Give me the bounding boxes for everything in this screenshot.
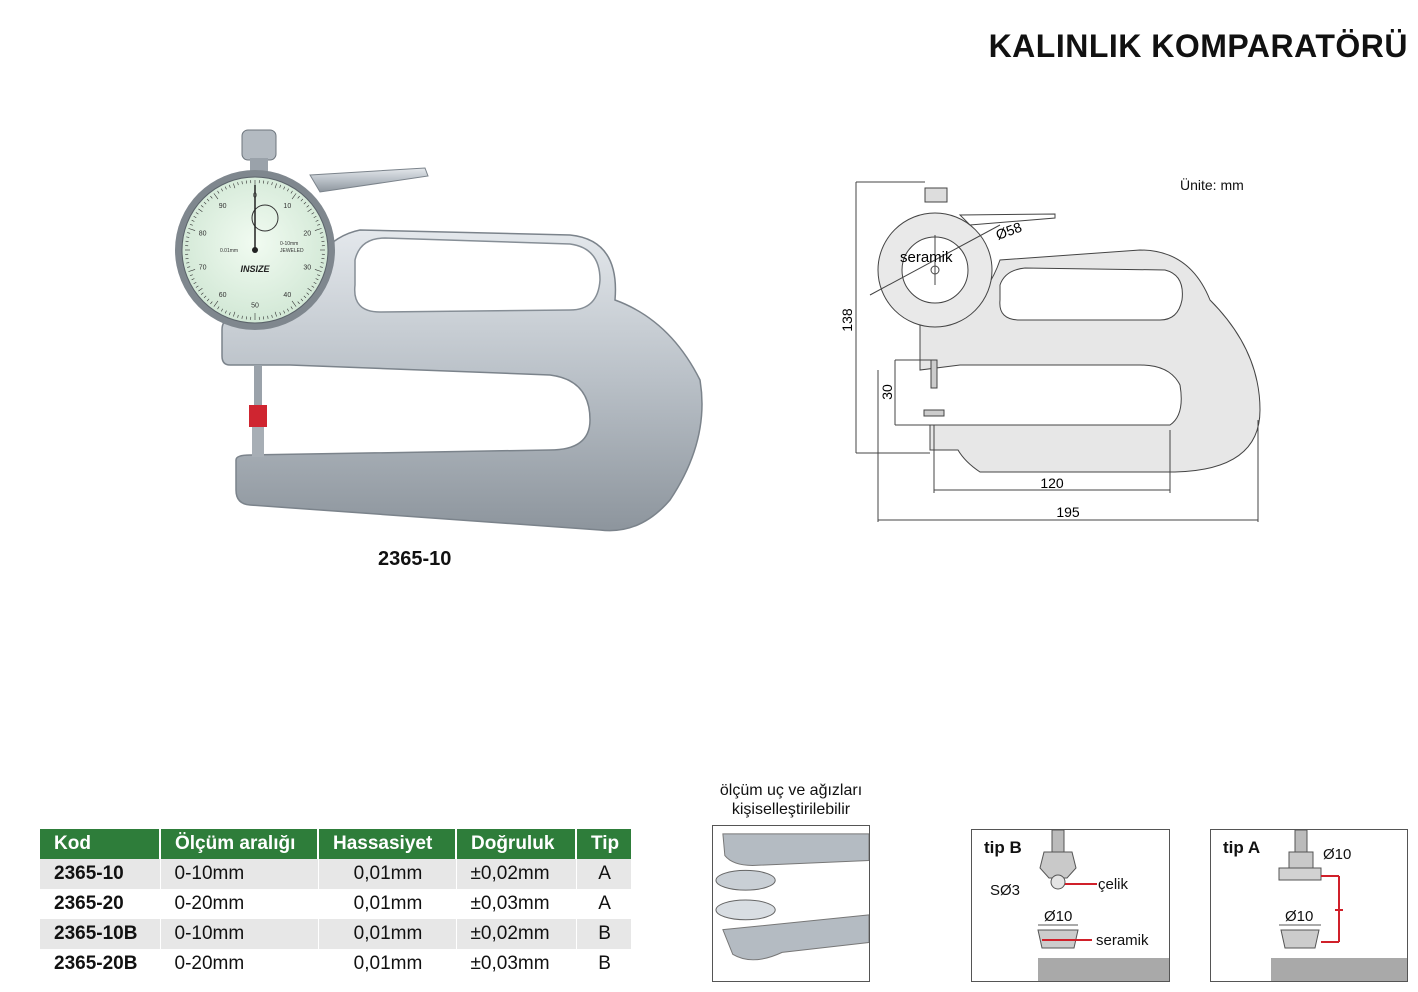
cell-accuracy: ±0,02mm bbox=[456, 919, 577, 949]
product-photo: 0102030405060708090 INSIZE 0-10mm JEWELE… bbox=[175, 129, 703, 532]
dial-number: 70 bbox=[199, 264, 207, 271]
tip-photo bbox=[712, 825, 870, 982]
cell-resolution: 0,01mm bbox=[318, 859, 457, 889]
spec-table: Kod Ölçüm aralığı Hassasiyet Doğruluk Ti… bbox=[40, 829, 632, 979]
unit-label: Ünite: mm bbox=[1180, 177, 1244, 193]
dim-depth: 120 bbox=[1040, 475, 1064, 491]
tip-b-diameter: Ø10 bbox=[1044, 908, 1073, 925]
cell-tip: B bbox=[576, 919, 632, 949]
col-kod: Kod bbox=[40, 829, 161, 859]
tip-b-steel: çelik bbox=[1098, 876, 1129, 893]
cell-accuracy: ±0,03mm bbox=[456, 949, 577, 979]
cell-tip: A bbox=[576, 889, 632, 919]
drawing-ceramic-label: seramik bbox=[900, 249, 953, 266]
dim-height: 138 bbox=[840, 308, 855, 332]
cell-kod: 2365-10B bbox=[40, 919, 161, 949]
dial-range-text: 0-10mm bbox=[280, 241, 298, 247]
technical-drawing: 138 30 120 195 Ø58 seramik bbox=[840, 181, 1261, 522]
customization-note: ölçüm uç ve ağızları kişiselleştirilebil… bbox=[719, 782, 863, 818]
cell-range: 0-10mm bbox=[160, 859, 319, 889]
tip-b-diagram: tip B SØ3 çelik Ø10 seramik bbox=[971, 829, 1170, 982]
product-code: 2365-10 bbox=[378, 548, 452, 570]
table-header-row: Kod Ölçüm aralığı Hassasiyet Doğruluk Ti… bbox=[40, 829, 632, 859]
dial-number: 60 bbox=[219, 292, 227, 299]
cell-kod: 2365-20B bbox=[40, 949, 161, 979]
dial-jewel-text: JEWELED bbox=[280, 248, 304, 254]
table-row: 2365-10B 0-10mm 0,01mm ±0,02mm B bbox=[40, 919, 632, 949]
dim-length: 195 bbox=[1056, 504, 1080, 520]
tip-b-ceramic: seramik bbox=[1096, 932, 1149, 949]
cell-kod: 2365-20 bbox=[40, 889, 161, 919]
dial-number: 30 bbox=[303, 264, 311, 271]
col-hassasiyet: Hassasiyet bbox=[318, 829, 457, 859]
dial-number: 50 bbox=[251, 303, 259, 310]
cell-resolution: 0,01mm bbox=[318, 949, 457, 979]
cell-resolution: 0,01mm bbox=[318, 889, 457, 919]
cell-resolution: 0,01mm bbox=[318, 919, 457, 949]
col-olcum-araligi: Ölçüm aralığı bbox=[160, 829, 319, 859]
dial-number: 90 bbox=[219, 203, 227, 210]
cell-tip: A bbox=[576, 859, 632, 889]
dial-number: 20 bbox=[303, 231, 311, 238]
col-tip: Tip bbox=[576, 829, 632, 859]
table-row: 2365-10 0-10mm 0,01mm ±0,02mm A bbox=[40, 859, 632, 889]
cell-tip: B bbox=[576, 949, 632, 979]
cell-range: 0-20mm bbox=[160, 889, 319, 919]
tip-a-diameter-top: Ø10 bbox=[1323, 846, 1352, 863]
tip-a-diagram: tip A Ø10 Ø10 bbox=[1210, 829, 1408, 982]
table-row: 2365-20 0-20mm 0,01mm ±0,03mm A bbox=[40, 889, 632, 919]
page-title: KALINLIK KOMPARATÖRÜ bbox=[988, 28, 1408, 64]
brand-logo: INSIZE bbox=[240, 264, 270, 274]
tip-b-sphere: SØ3 bbox=[990, 882, 1021, 899]
cell-range: 0-10mm bbox=[160, 919, 319, 949]
cell-range: 0-20mm bbox=[160, 949, 319, 979]
tip-a-title: tip A bbox=[1223, 838, 1261, 857]
cell-kod: 2365-10 bbox=[40, 859, 161, 889]
cell-accuracy: ±0,02mm bbox=[456, 859, 577, 889]
dim-gap: 30 bbox=[879, 384, 895, 400]
tip-a-diameter-bottom: Ø10 bbox=[1285, 908, 1314, 925]
dial-number: 10 bbox=[283, 203, 291, 210]
dial-resolution-text: 0.01mm bbox=[220, 248, 238, 254]
col-dogruluk: Doğruluk bbox=[456, 829, 577, 859]
dial-scale: 0102030405060708090 bbox=[185, 180, 325, 320]
tip-b-title: tip B bbox=[984, 838, 1022, 857]
cell-accuracy: ±0,03mm bbox=[456, 889, 577, 919]
table-row: 2365-20B 0-20mm 0,01mm ±0,03mm B bbox=[40, 949, 632, 979]
dial-number: 40 bbox=[283, 292, 291, 299]
dial-number: 80 bbox=[199, 231, 207, 238]
